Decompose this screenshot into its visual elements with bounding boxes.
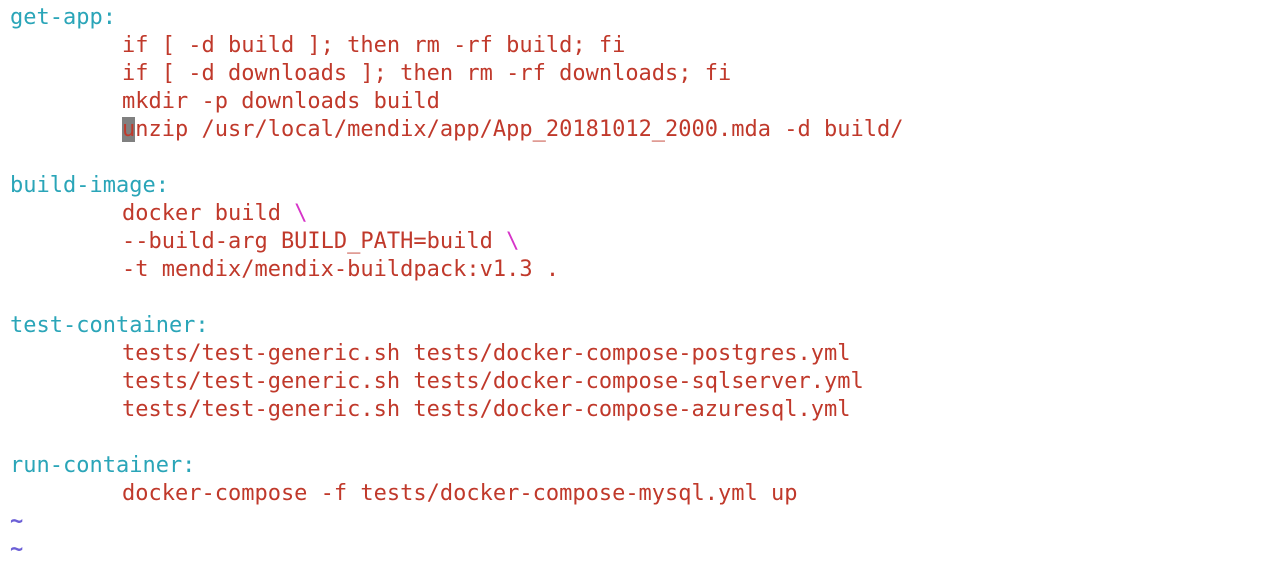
target-run-container: run-container: (10, 452, 1288, 480)
code-line: tests/test-generic.sh tests/docker-compo… (122, 341, 851, 366)
makefile-target-label: run-container: (10, 453, 196, 478)
line-continuation: \ (506, 229, 520, 254)
code-line: if [ -d downloads ]; then rm -rf downloa… (122, 61, 732, 86)
code-line: --build-arg BUILD_PATH=build \ (122, 229, 520, 254)
blank-line (10, 284, 1288, 312)
code-line: tests/test-generic.sh tests/docker-compo… (122, 397, 851, 422)
line-continuation: \ (294, 201, 308, 226)
blank-line (10, 144, 1288, 172)
target-build-image: build-image: (10, 172, 1288, 200)
code-line: docker build \ (122, 201, 308, 226)
makefile-target-label: get-app: (10, 5, 116, 30)
code-line: mkdir -p downloads build (122, 89, 440, 114)
makefile-target-label: test-container: (10, 313, 209, 338)
code-line: if [ -d build ]; then rm -rf build; fi (122, 33, 626, 58)
text-cursor: u (122, 117, 136, 142)
makefile-target-label: build-image: (10, 173, 169, 198)
empty-buffer-tilde: ~ (10, 509, 24, 534)
code-line: -t mendix/mendix-buildpack:v1.3 . (122, 257, 560, 282)
code-line: tests/test-generic.sh tests/docker-compo… (122, 369, 864, 394)
code-line-with-cursor: unzip /usr/local/mendix/app/App_20181012… (122, 117, 904, 142)
empty-buffer-tilde: ~ (10, 537, 24, 562)
blank-line (10, 424, 1288, 452)
code-line: docker-compose -f tests/docker-compose-m… (122, 481, 798, 506)
target-test-container: test-container: (10, 312, 1288, 340)
target-get-app: get-app: (10, 4, 1288, 32)
